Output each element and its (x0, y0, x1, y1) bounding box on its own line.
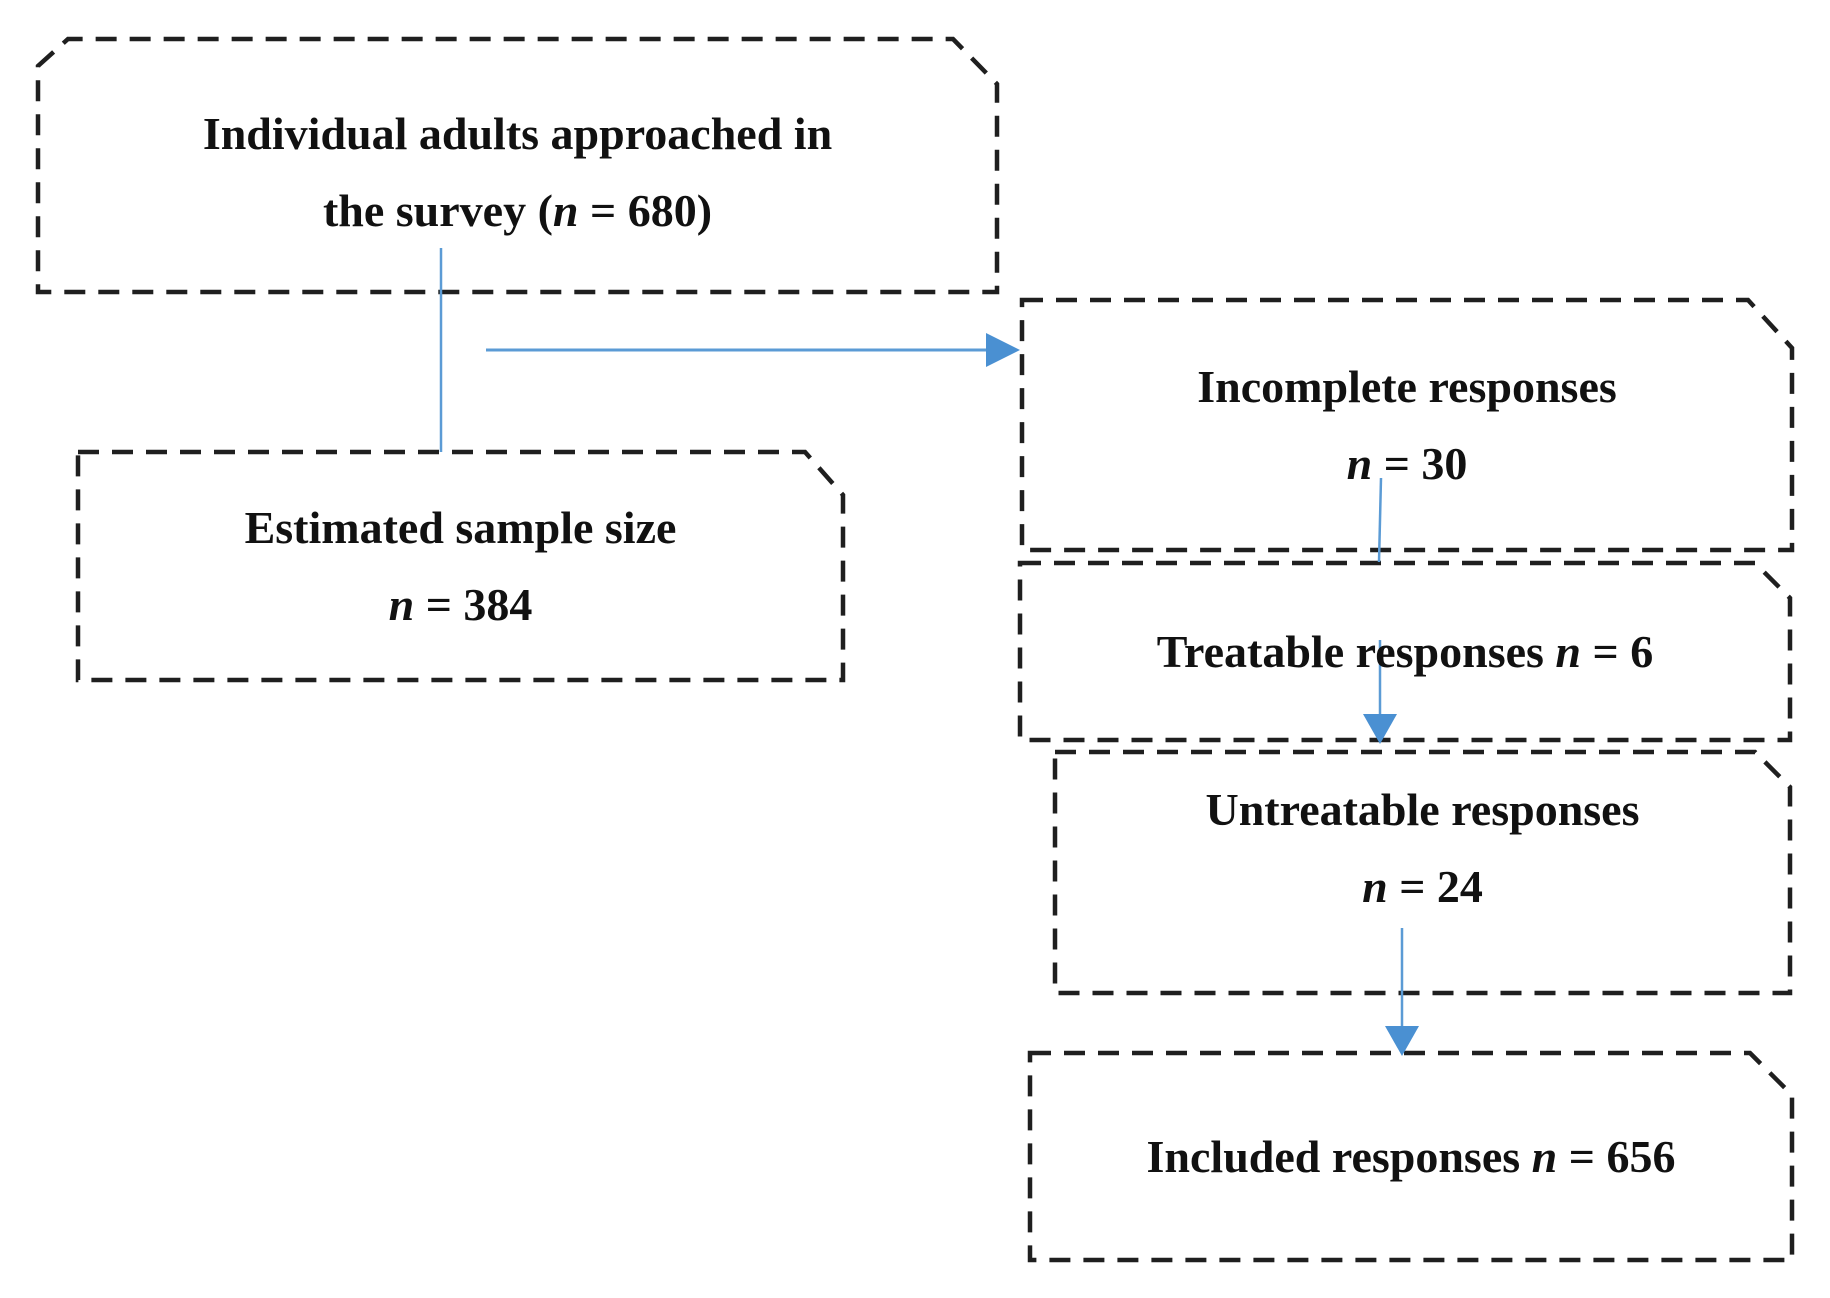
box-included-line1: Included responses n = 656 (1147, 1118, 1676, 1195)
box-untreatable: Untreatable responses n = 24 (1055, 752, 1790, 993)
box-untreatable-text1: Untreatable responses (1205, 783, 1640, 835)
box-treatable-line1: Treatable responses n = 6 (1157, 613, 1653, 690)
box-included-outline (1027, 1050, 1795, 1263)
box-incomplete-n: n (1346, 438, 1373, 489)
box-treatable-n: n (1555, 626, 1582, 677)
box-approached-text1: Individual adults approached in (202, 107, 833, 159)
connector-incomplete-to-treatable (1377, 477, 1383, 563)
box-approached-outline (35, 36, 1000, 295)
box-approached-n: n (552, 184, 579, 236)
arrowhead-right-icon (986, 333, 1020, 367)
box-untreatable-line1: Untreatable responses (1205, 771, 1639, 848)
box-estimated-n: n (388, 579, 415, 630)
box-included: Included responses n = 656 (1030, 1053, 1792, 1260)
box-approached-text2-post: = 680) (578, 184, 713, 236)
box-untreatable-outline (1052, 749, 1793, 996)
box-treatable: Treatable responses n = 6 (1020, 563, 1790, 740)
box-approached: Individual adults approached in the surv… (38, 45, 997, 298)
box-incomplete-text2-post: = 30 (1372, 438, 1468, 489)
box-estimated-outline (75, 449, 846, 683)
box-approached-line1: Individual adults approached in (203, 95, 832, 172)
box-included-n: n (1531, 1131, 1558, 1182)
box-treatable-text-pre: Treatable responses (1156, 626, 1556, 677)
box-untreatable-text2-post: = 24 (1387, 860, 1483, 912)
box-untreatable-n: n (1362, 860, 1388, 912)
arrowhead-down-icon (1385, 1026, 1419, 1056)
box-incomplete-text1: Incomplete responses (1197, 361, 1617, 412)
box-incomplete-line2: n = 30 (1347, 425, 1468, 502)
arrowhead-down-icon (1363, 714, 1397, 744)
box-estimated-text2-post: = 384 (414, 579, 533, 630)
box-approached-text2-pre: the survey ( (322, 184, 553, 236)
box-incomplete: Incomplete responses n = 30 (1022, 300, 1792, 550)
box-treatable-text-post: = 6 (1581, 626, 1654, 677)
box-incomplete-line1: Incomplete responses (1197, 348, 1617, 425)
box-treatable-outline (1017, 560, 1793, 743)
box-estimated-line2: n = 384 (389, 566, 533, 643)
box-included-text-pre: Included responses (1146, 1131, 1532, 1182)
box-estimated-text1: Estimated sample size (244, 502, 677, 553)
box-approached-line2: the survey (n = 680) (323, 172, 712, 249)
box-estimated-line1: Estimated sample size (245, 489, 677, 566)
box-incomplete-outline (1019, 297, 1795, 553)
box-included-text-post: = 656 (1557, 1131, 1676, 1182)
box-untreatable-line2: n = 24 (1362, 848, 1483, 925)
box-estimated: Estimated sample size n = 384 (78, 452, 843, 680)
